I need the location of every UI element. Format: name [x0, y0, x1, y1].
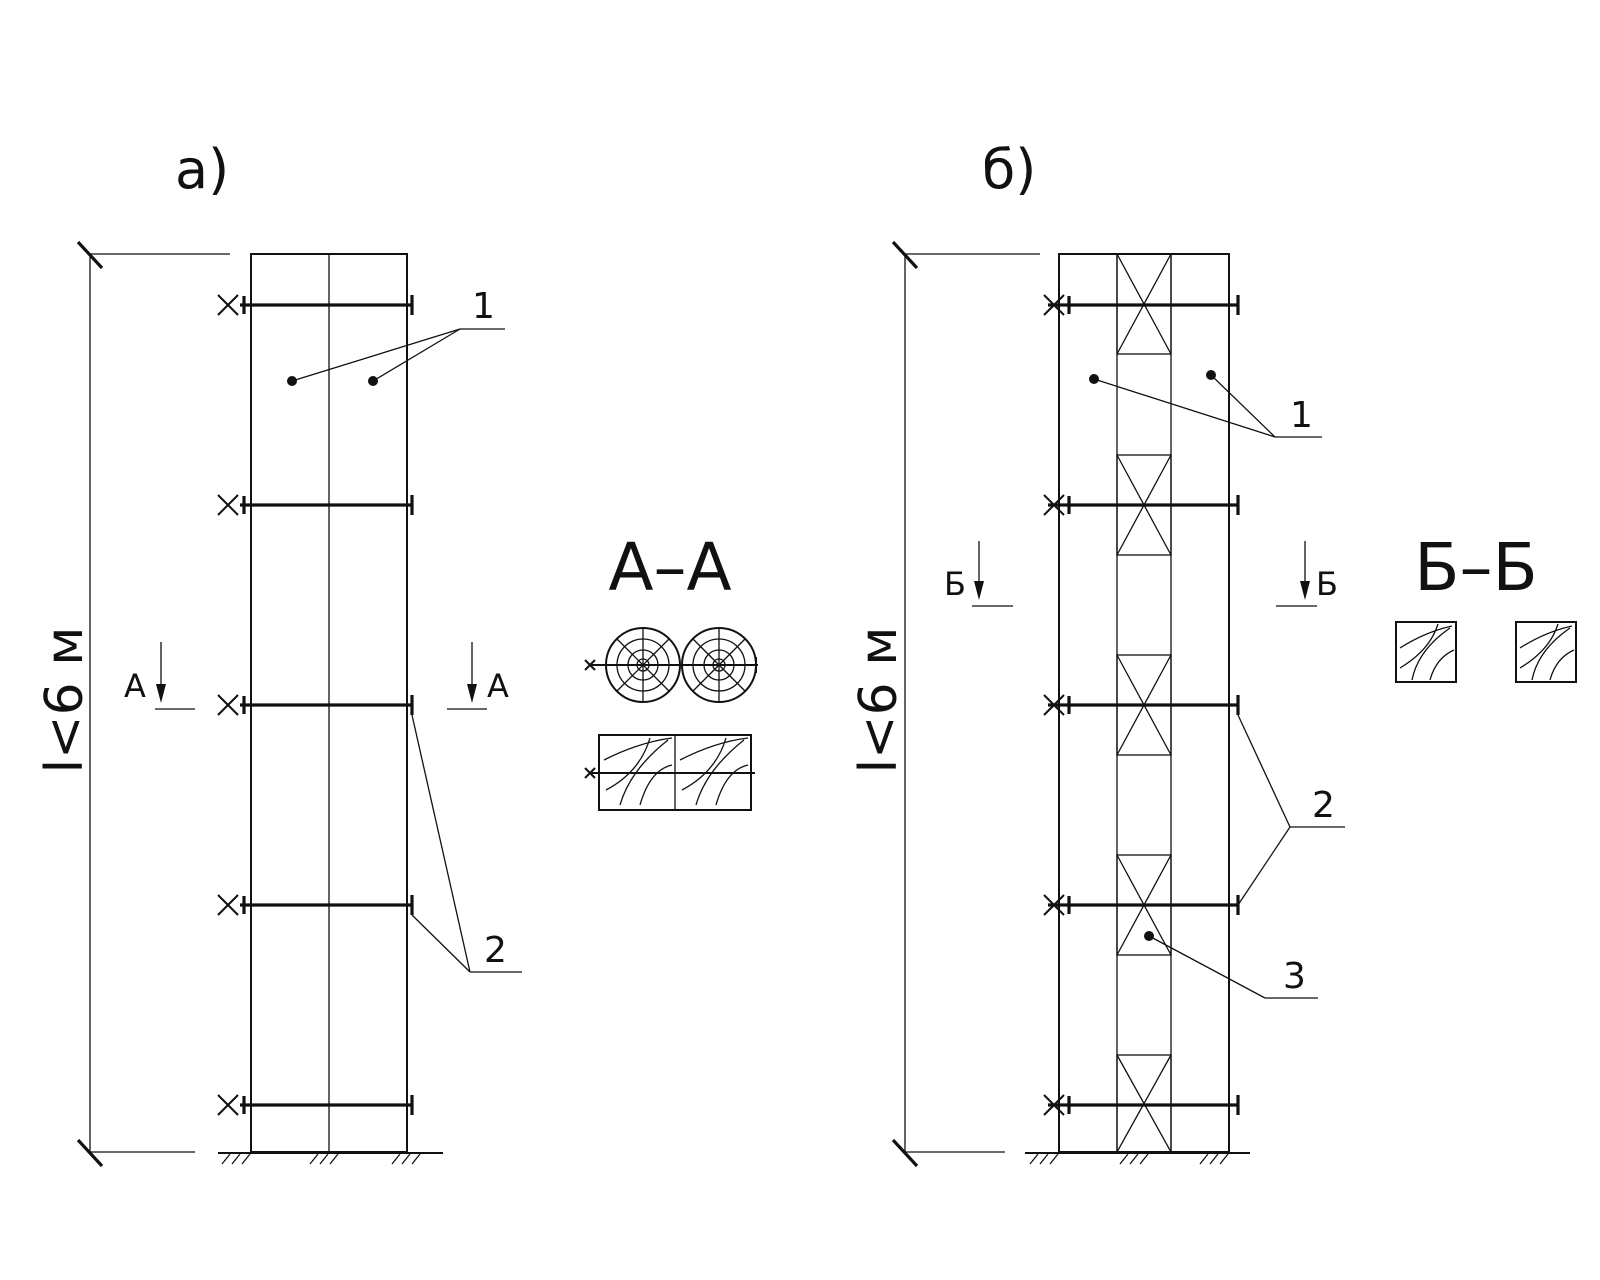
panel-b-section-mark-left: Б	[944, 541, 1013, 607]
bolt	[217, 1094, 414, 1116]
timber-section	[1515, 621, 1577, 683]
callout-2-label: 2	[1312, 785, 1335, 826]
bolt	[217, 494, 414, 516]
panel-b-dimension: l<6 м	[849, 240, 1040, 1168]
bolt	[1043, 294, 1240, 316]
bolt	[217, 294, 414, 316]
panel-a-section-mark-right: А	[447, 642, 509, 710]
bolt	[217, 694, 414, 716]
panel-a-column	[250, 253, 408, 1153]
panel-a-callout-1: 1	[287, 286, 505, 386]
panel-b-section-mark-right: Б	[1276, 541, 1338, 607]
panel-b-callout-2: 2	[1237, 714, 1345, 906]
panel-a-callout-2: 2	[411, 714, 522, 973]
panel-b-callout-1: 1	[1089, 370, 1322, 438]
section-a-round-logs	[584, 627, 758, 703]
callout-1-label: 1	[1290, 395, 1313, 436]
section-b-title: Б–Б	[1414, 529, 1538, 606]
bolt	[1043, 894, 1240, 916]
section-mark-a-right: А	[487, 667, 509, 705]
callout-2-label: 2	[484, 930, 507, 971]
bolt	[1043, 494, 1240, 516]
panel-b: б) l<6 м	[849, 138, 1345, 1168]
panel-a-dimension-label: l<6 м	[35, 627, 95, 774]
bolt	[1043, 694, 1240, 716]
section-mark-b-left: Б	[944, 565, 966, 603]
panel-b-callout-3: 3	[1144, 931, 1318, 999]
panel-a-ground	[218, 1152, 443, 1165]
timber-section	[1395, 621, 1457, 683]
callout-3-label: 3	[1283, 956, 1306, 997]
bolt	[1043, 1094, 1240, 1116]
section-a-title: А–А	[608, 529, 731, 606]
panel-b-ground	[1025, 1152, 1250, 1165]
panel-b-column	[1058, 253, 1230, 1153]
panel-b-dimension-label: l<6 м	[849, 627, 909, 774]
section-b-b: Б–Б	[1395, 529, 1577, 683]
bolt	[217, 894, 414, 916]
section-mark-a-left: А	[124, 667, 146, 705]
section-mark-b-right: Б	[1316, 565, 1338, 603]
panel-a-section-mark-left: А	[124, 642, 195, 710]
section-a-a: А–А	[584, 529, 758, 811]
section-a-timber	[584, 734, 755, 811]
panel-a: а) l<6 м	[35, 138, 522, 1168]
panel-b-label: б)	[982, 138, 1036, 201]
panel-a-label: а)	[175, 138, 229, 201]
panel-b-bolts	[1043, 294, 1240, 1116]
callout-1-label: 1	[472, 286, 495, 327]
panel-a-dimension: l<6 м	[35, 240, 230, 1168]
panel-a-bolts	[217, 294, 414, 1116]
